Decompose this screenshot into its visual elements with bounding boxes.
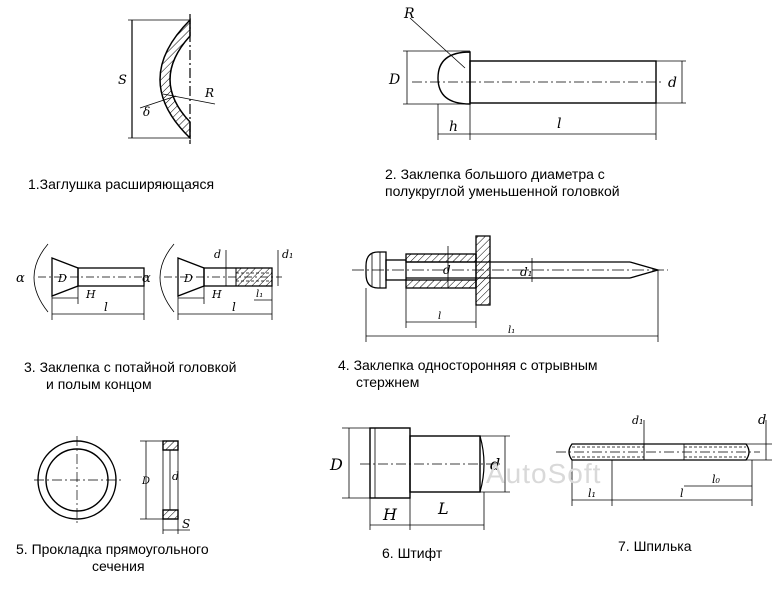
fig4-dim-d: d: [443, 263, 451, 277]
fig2-dim-h: h: [449, 119, 458, 135]
fig6-pin-head: [369, 427, 411, 499]
fig2-caption-line1: 2. Заклепка большого диаметра с: [385, 166, 605, 182]
fig2-dim-d-big: D: [388, 72, 400, 88]
fig1-expanding-plug: [128, 14, 216, 144]
fig6-pin: [342, 427, 510, 530]
fig3-dim-l1: l₁: [256, 289, 263, 300]
fig3-left-dim-alpha: α: [16, 271, 25, 286]
fig2-caption-line2: полукруглой уменьшенной головкой: [385, 183, 620, 199]
fig7-dim-d: d: [758, 413, 766, 428]
fig5-dim-d-big: D: [141, 476, 150, 487]
fig3-caption-line1: 3. Заклепка с потайной головкой: [24, 359, 237, 375]
fig2-dim-l: l: [557, 116, 561, 132]
fig5-caption-line1: 5. Прокладка прямоугольного: [16, 541, 209, 557]
fig4-sleeve-section: [405, 253, 477, 263]
fig3-right-dim-l: l: [232, 300, 236, 314]
fig5-dim-d-small: d: [172, 470, 179, 483]
fig3-right-dim-h: H: [211, 288, 222, 301]
fig6-dim-l: L: [437, 499, 449, 518]
fig3-right-dim-d: D: [183, 272, 193, 285]
fig4-dim-l1: l₁: [508, 325, 515, 336]
fig2-dim-r-leader: [409, 17, 466, 69]
fig5-caption-line2: сечения: [92, 558, 145, 574]
watermark: AutoSoft: [486, 458, 602, 489]
fig1-caption: 1.Заглушка расширяющаяся: [28, 176, 215, 192]
fig7-caption: 7. Шпилька: [618, 538, 692, 554]
fig2-rivet-head: [437, 51, 471, 105]
fig4-blind-rivet: [352, 235, 668, 342]
fig4-sleeve-flange: [475, 235, 491, 306]
fig3-countersunk-rivets: [33, 243, 282, 320]
fig1-dim-delta: δ: [143, 105, 150, 119]
fig3-right-dim-alpha: α: [142, 271, 151, 286]
fig2-dim-d-small: d: [668, 75, 677, 91]
fig1-plug-section: [159, 18, 191, 140]
fig4-caption-line1: 4. Заклепка односторонняя с отрывным: [338, 357, 598, 373]
fig7-dim-l0: l₀: [712, 473, 721, 486]
fig3-left-dim-l: l: [104, 300, 108, 314]
fig5-section-bottom: [162, 509, 179, 520]
fig4-dim-l: l: [438, 311, 441, 322]
fig4-caption-line2: стержнем: [356, 374, 420, 390]
fig5-section-top: [162, 440, 179, 451]
fig6-caption: 6. Штифт: [382, 545, 443, 561]
fig5-dim-s: S: [182, 517, 190, 531]
fig3-dim-d1: d₁: [282, 248, 293, 261]
fig2-dim-r: R: [403, 6, 415, 22]
fig7-dim-l1: l₁: [588, 487, 596, 500]
fig7-stud: [556, 420, 772, 506]
fig1-dim-r-leader: [162, 93, 216, 105]
fig7-dim-d1: d₁: [632, 414, 643, 427]
fig6-dim-d-small: d: [490, 455, 500, 474]
fig1-dim-s: S: [118, 73, 127, 88]
fig6-dim-d-big: D: [329, 455, 343, 474]
fig3-left-dim-h: H: [85, 288, 96, 301]
fig3-caption-line2: и полым концом: [46, 376, 152, 392]
fig7-dim-l: l: [680, 487, 684, 500]
fig4-dim-d1: d₁: [520, 265, 533, 279]
fig6-dim-h: H: [382, 505, 398, 524]
fig3-dim-d: d: [214, 248, 221, 261]
fig4-mandrel-head: [365, 251, 387, 289]
fig2-round-head-rivet: [403, 17, 686, 140]
fig3-left-dim-d: D: [57, 272, 67, 285]
fig1-dim-r: R: [204, 86, 214, 100]
fig4-mandrel-neck: [385, 259, 407, 281]
fig5-rectangular-gasket: [34, 436, 190, 534]
